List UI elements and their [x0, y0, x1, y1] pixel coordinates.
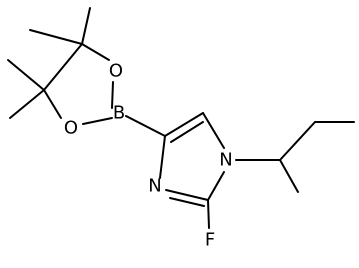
bond-C4-C5 [164, 112, 204, 137]
atom-N1: N [219, 150, 232, 171]
atom-F: F [205, 230, 215, 251]
atom-B: B [113, 103, 125, 124]
bond-B-C4 [125, 115, 166, 137]
bond-B-O-top [111, 81, 114, 109]
atom-O-bottom: O [64, 118, 78, 139]
bond-C5-N1 [202, 112, 225, 149]
bond-methyl-3 [7, 59, 45, 91]
bond-methyl-4 [9, 89, 45, 119]
bond-CH-CH2 [279, 121, 316, 161]
bond-C2-F [207, 199, 210, 229]
bond-O-bottom-B [82, 117, 113, 125]
bond-N3-C4 [159, 135, 166, 179]
bonds [7, 7, 355, 229]
bond-methyl-2 [29, 29, 83, 45]
atom-O-top: O [109, 61, 123, 82]
bond-N1-C2 [207, 171, 225, 201]
bond-O-top-C [81, 43, 110, 61]
bond-C-C-ring [43, 43, 83, 91]
bond-methyl-1 [81, 7, 91, 45]
bond-CH-CH3 [279, 159, 299, 193]
bond-C-O-bottom [43, 89, 62, 119]
atom-labels: O O B N N F [64, 61, 233, 251]
bond-C4-C5-double [170, 121, 204, 143]
bond-C2-N3 [165, 189, 209, 201]
bond-C2-N3-double [169, 197, 205, 207]
atom-N3: N [148, 176, 161, 197]
